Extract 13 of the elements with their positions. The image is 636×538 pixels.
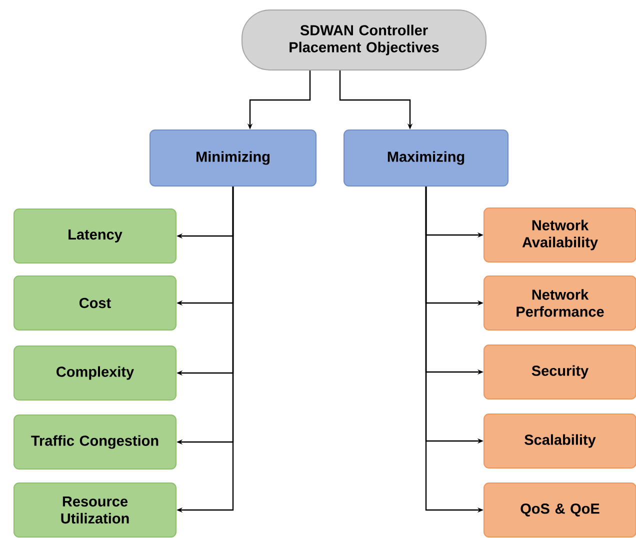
category-box: Maximizing <box>344 130 508 186</box>
objective-box: Network Performance <box>484 276 636 330</box>
category-box: Minimizing <box>150 130 316 186</box>
objective-box: QoS & QoE <box>484 482 636 538</box>
objective-box: Complexity <box>14 346 176 400</box>
objective-box: Network Availability <box>484 208 636 262</box>
objective-box: Traffic Congestion <box>14 414 176 470</box>
objective-box: Security <box>484 344 636 400</box>
title-pill: SDWAN Controller Placement Objectives <box>242 10 486 70</box>
objective-box: Latency <box>14 208 176 264</box>
objective-box: Cost <box>14 276 176 330</box>
objective-box: Scalability <box>484 414 636 468</box>
objective-box: Resource Utilization <box>14 482 176 538</box>
